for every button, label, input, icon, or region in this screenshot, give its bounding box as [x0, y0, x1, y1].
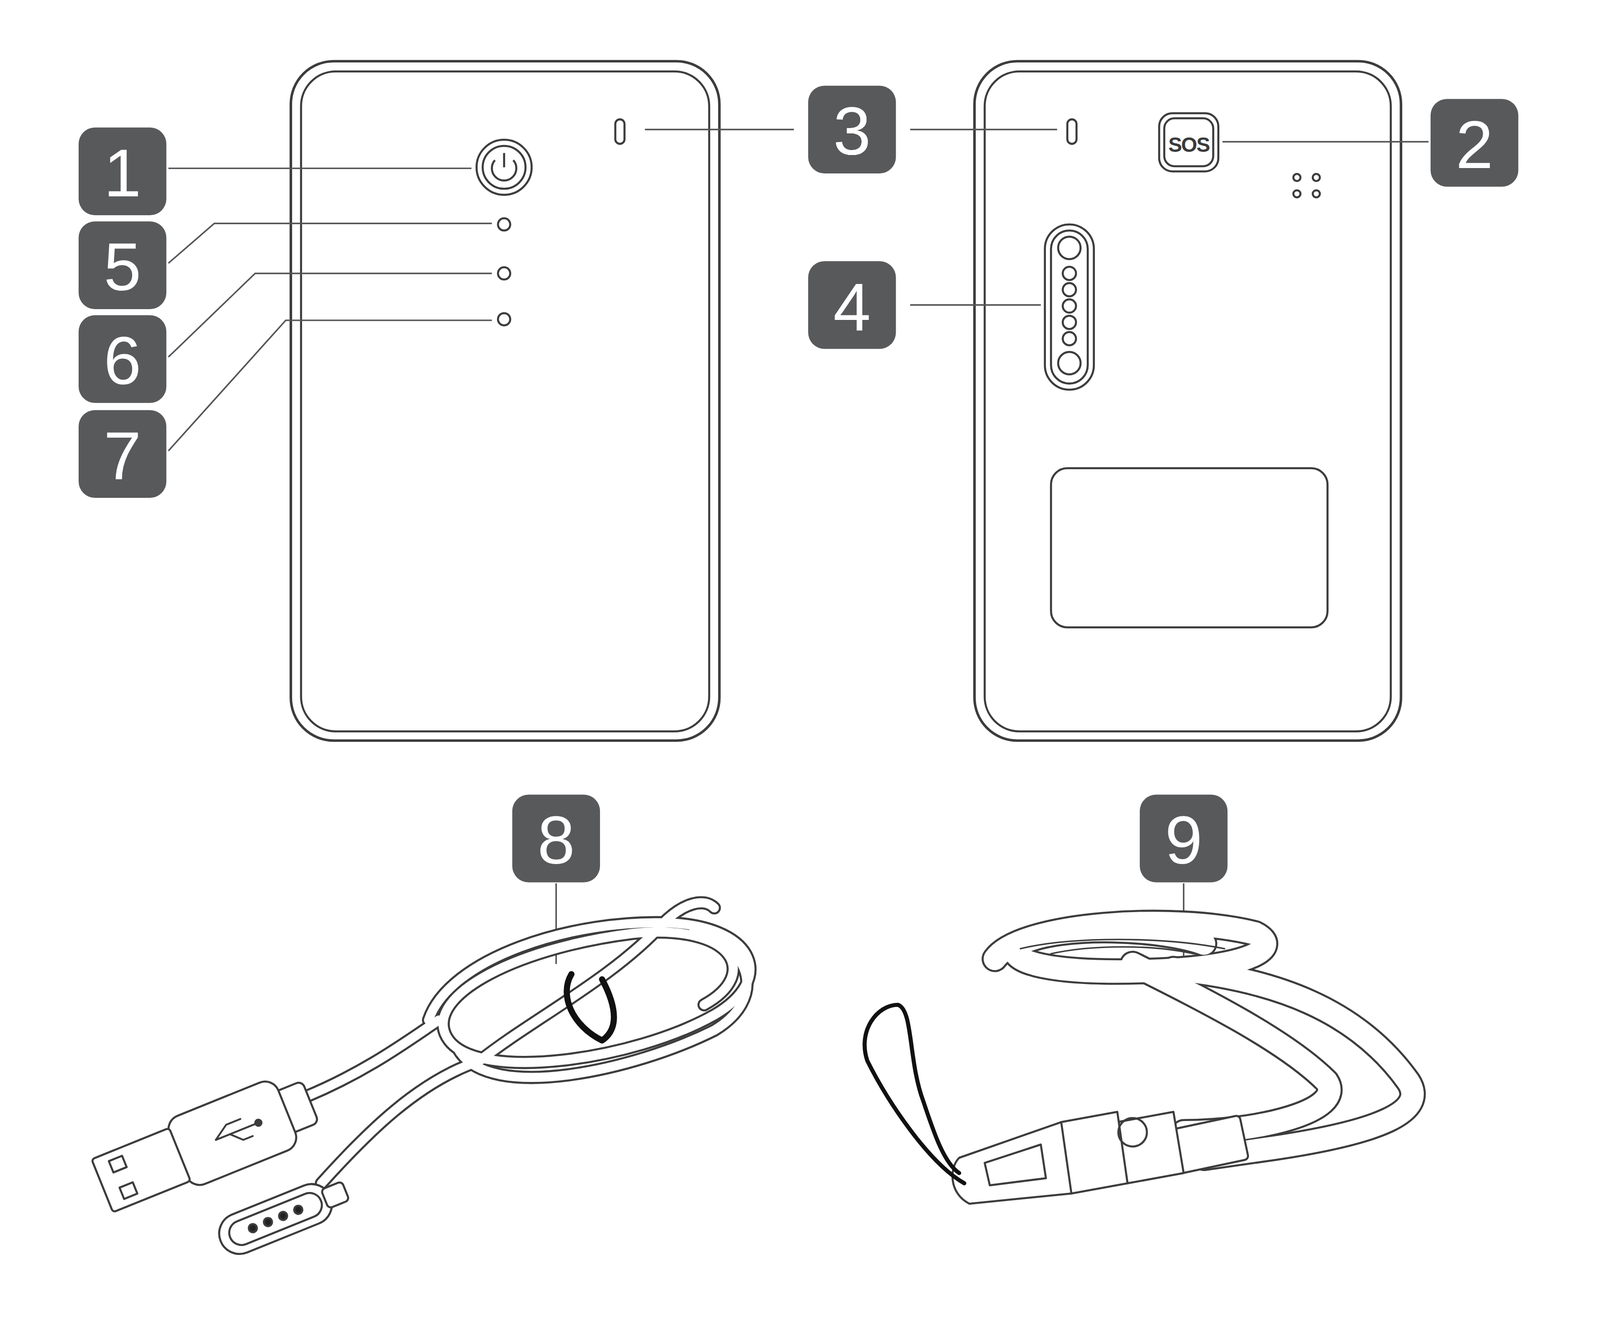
drawing-stroke: [910, 128, 1058, 131]
drawing-stroke: [476, 139, 532, 196]
drawing-stroke: [1020, 939, 1225, 955]
drawing-stroke: [615, 119, 625, 144]
drawing-stroke: [78, 127, 167, 216]
drawing-stroke: [808, 85, 896, 174]
drawing-stroke: [1132, 964, 1330, 1133]
drawing-stroke: [1062, 332, 1077, 346]
drawing-stroke: [1139, 795, 1228, 883]
drawing-stroke: [306, 902, 750, 1184]
drawing-stroke: [974, 61, 1401, 741]
callout-badges: [78, 85, 1519, 883]
drawing-stroke: [1312, 190, 1320, 198]
drawing-stroke: [1159, 113, 1219, 172]
drawing-stroke: [808, 261, 896, 349]
drawing-stroke: [225, 1189, 326, 1249]
callout-number: 2: [1455, 111, 1494, 179]
drawing-stroke: [254, 1119, 263, 1128]
drawing-stroke: [168, 167, 472, 169]
drawing-stroke: [108, 1155, 127, 1173]
drawing-stroke: [262, 1217, 274, 1228]
drawing-stroke: [1312, 173, 1320, 182]
drawing-stroke: [78, 410, 167, 498]
drawing-stroke: [212, 1113, 263, 1150]
device-front: [290, 61, 720, 741]
callout-number: 9: [1164, 806, 1203, 875]
drawing-stroke: [984, 71, 1392, 732]
drawing-stroke: [320, 1181, 350, 1209]
drawing-stroke: [1062, 315, 1077, 330]
drawing-stroke: [247, 1223, 259, 1235]
drawing-stroke: [293, 1204, 304, 1216]
drawing-stroke: [168, 273, 493, 357]
drawing-stroke: [91, 1128, 191, 1213]
drawing-stroke: [1062, 283, 1077, 297]
drawing-stroke: [213, 1178, 338, 1261]
drawing-stroke: [321, 1061, 480, 1184]
drawing-stroke: [306, 902, 750, 1184]
drawing-stroke: [78, 221, 167, 310]
drawing-stroke: [1057, 351, 1081, 375]
charging-cable: [88, 902, 751, 1261]
drawing-stroke: [1062, 266, 1077, 281]
drawing-stroke: [1293, 190, 1301, 198]
drawing-stroke: [277, 1210, 289, 1222]
drawing-stroke: [1050, 230, 1088, 384]
callout-number: 5: [103, 233, 142, 301]
leader-lines: [168, 129, 1429, 965]
drawing-stroke: [479, 902, 715, 1062]
drawing-stroke: [864, 1004, 965, 1184]
drawing-stroke: [119, 1182, 138, 1200]
drawing-stroke: [644, 128, 794, 131]
drawing-stroke: [168, 320, 493, 452]
drawing-stroke: [428, 923, 751, 1063]
callout-number: 6: [103, 327, 142, 395]
callout-number: 1: [103, 139, 142, 207]
drawing-stroke: [497, 313, 511, 326]
drawing-stroke: [566, 974, 614, 1041]
drawing-stroke: [984, 1144, 1046, 1186]
drawing-stroke: [306, 1020, 439, 1097]
drawing-stroke: [497, 267, 511, 280]
lanyard: [864, 923, 1413, 1205]
drawing-stroke: [1222, 141, 1429, 143]
drawing-stroke: [952, 1112, 1249, 1205]
drawing-stroke: [168, 223, 493, 264]
drawing-stroke: [459, 930, 747, 1078]
drawing-stroke: [502, 153, 506, 168]
callout-number: 4: [833, 273, 871, 341]
drawing-stroke: [301, 71, 710, 732]
drawing-stroke: [1118, 1118, 1147, 1147]
drawing-stroke: [1057, 236, 1081, 260]
drawing-stroke: [213, 1172, 354, 1261]
callout-number: 7: [103, 422, 142, 490]
device-back: [974, 61, 1401, 741]
drawing-stroke: [1044, 224, 1094, 390]
drawing-stroke: [1164, 118, 1214, 167]
drawing-stroke: [290, 61, 720, 741]
callout-number: 8: [537, 806, 575, 875]
drawing-stroke: [1050, 468, 1328, 628]
drawing-stroke: [1062, 299, 1077, 313]
drawing-stroke: [1117, 1112, 1184, 1184]
drawing-stroke: [482, 146, 526, 189]
drawing-stroke: [952, 1122, 1072, 1205]
drawing-stroke: [512, 795, 600, 883]
callout-number: 3: [833, 97, 871, 165]
drawing-stroke: [1067, 119, 1077, 144]
drawing-stroke: [497, 218, 511, 231]
button-label: SOS: [1168, 134, 1209, 156]
drawing-stroke: [78, 315, 167, 404]
drawing-stroke: [1293, 173, 1301, 182]
drawing-stroke: [1430, 98, 1519, 187]
drawing-stroke: [910, 304, 1041, 306]
drawing-stroke: [1050, 946, 1194, 954]
